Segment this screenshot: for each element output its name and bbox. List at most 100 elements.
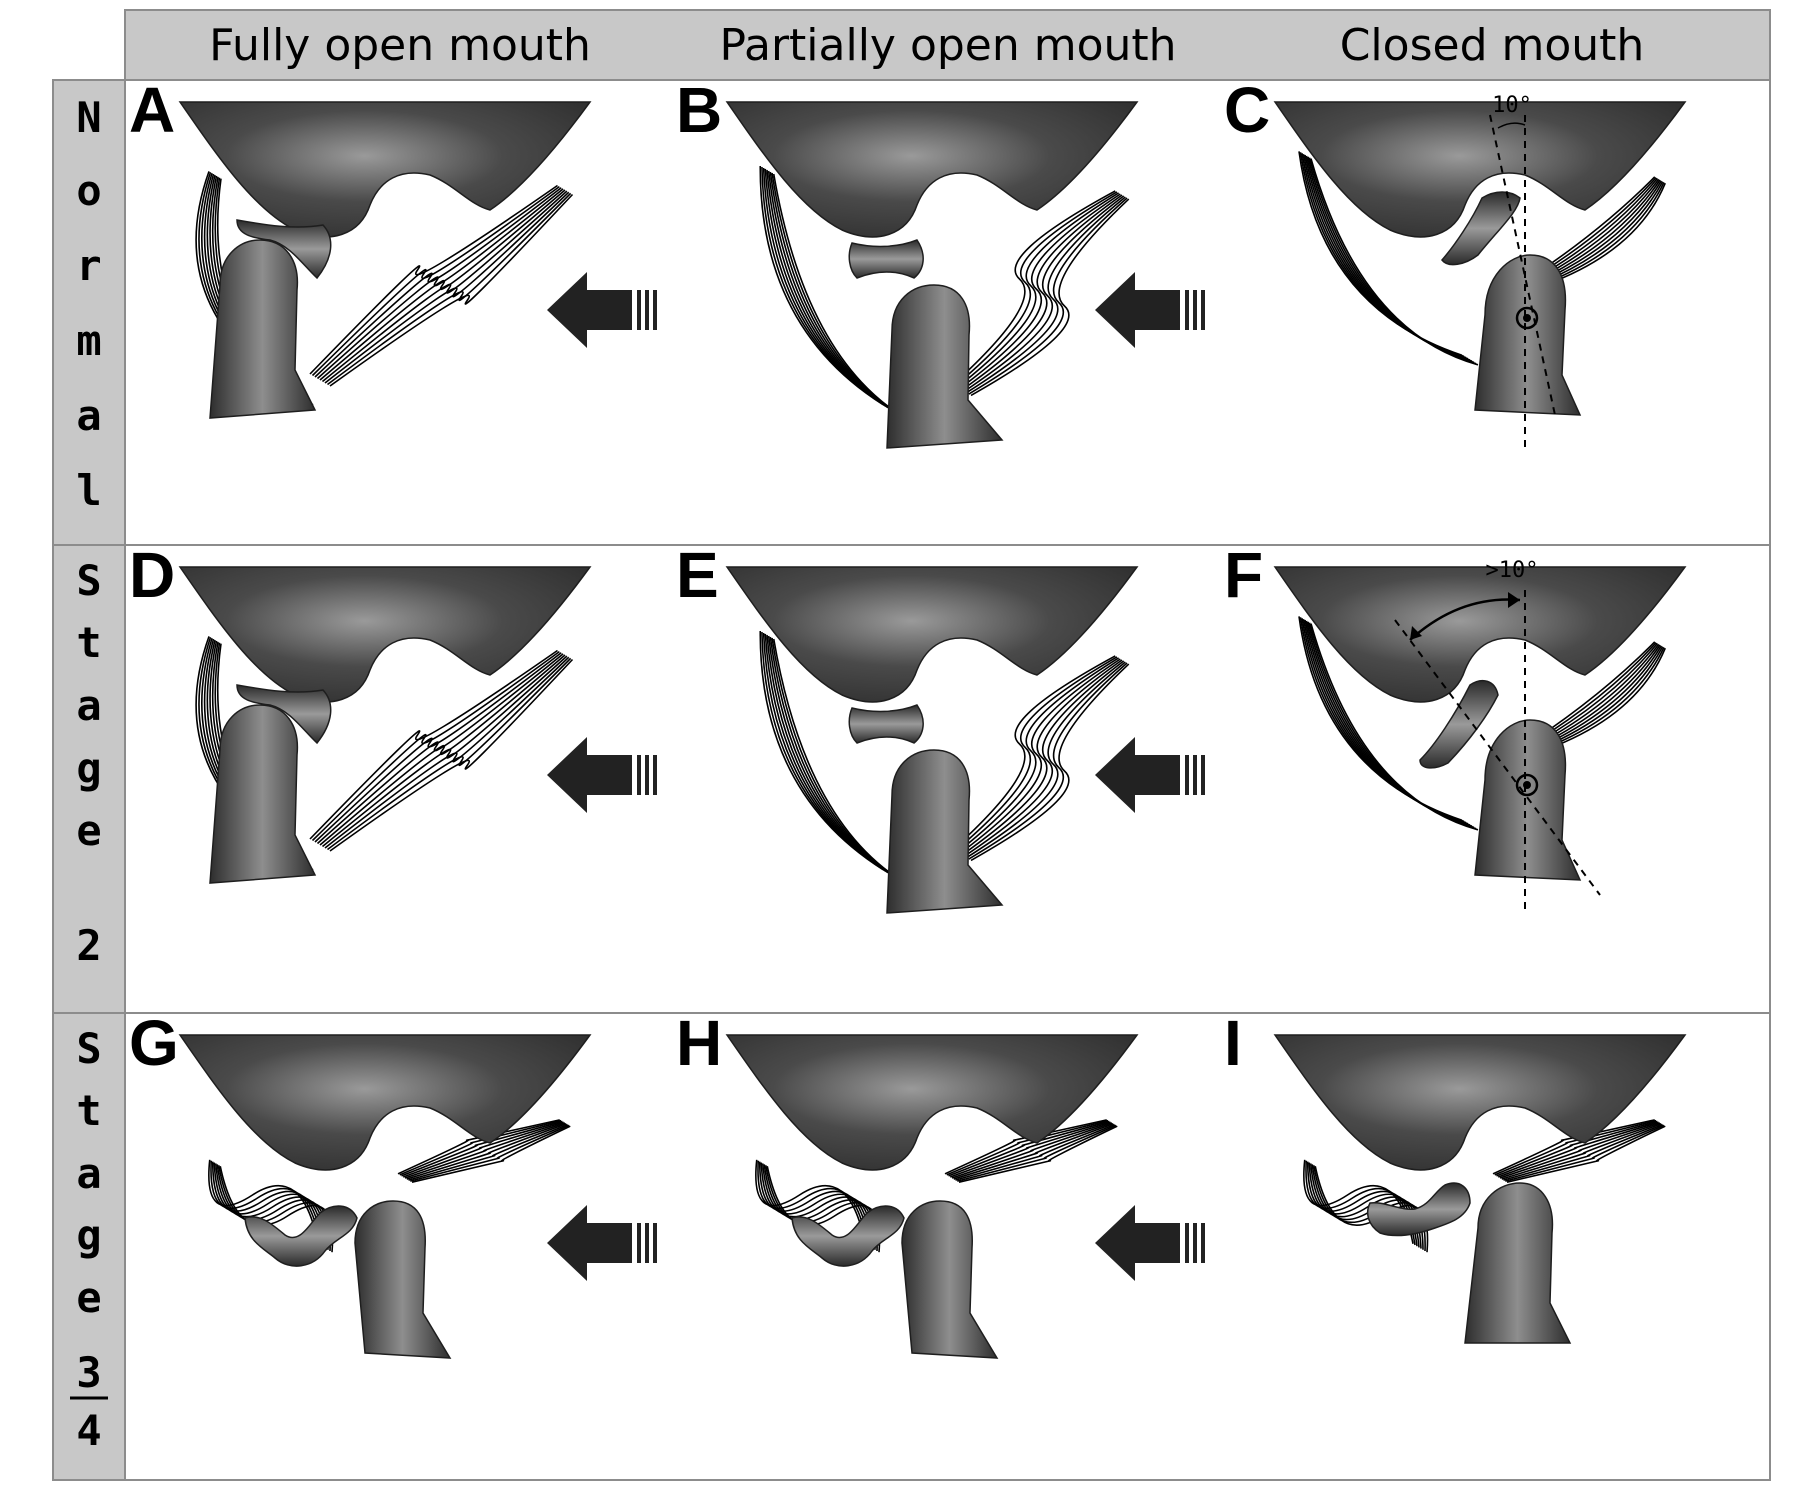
fossa-bone	[725, 1034, 1139, 1171]
ligament-line	[406, 1123, 567, 1180]
condyle-bone	[1464, 1182, 1572, 1344]
ligament-line	[952, 655, 1116, 851]
column-header-closed: Closed mouth	[1340, 20, 1645, 71]
ligament-line	[957, 1124, 1117, 1182]
angle-label: >10°	[1486, 558, 1539, 583]
ligament-line	[944, 1119, 1107, 1175]
row-label-char: S	[76, 1024, 101, 1073]
ligament-line	[1506, 1125, 1666, 1183]
ligament-line	[970, 663, 1130, 862]
left-arrow-icon	[547, 737, 657, 813]
row-label-char: e	[76, 1273, 101, 1322]
grid-frame	[124, 79, 1771, 1481]
ligament-line	[758, 1161, 870, 1247]
column-header-fully-open: Fully open mouth	[209, 20, 591, 71]
fossa-bone	[1273, 1034, 1687, 1171]
row-label-stage-2: S t a g e 2	[76, 556, 101, 970]
ligament-line	[952, 190, 1116, 386]
ligament-line	[959, 193, 1121, 390]
ligament-line	[955, 1123, 1115, 1181]
ligament-line	[329, 193, 574, 387]
panel-letter: H	[676, 1007, 722, 1079]
left-arrow-icon	[1095, 1205, 1205, 1281]
panel-i: I	[1224, 1007, 1687, 1344]
left-arrow-icon	[1095, 737, 1205, 813]
ligament-line	[956, 657, 1120, 853]
ligament-line	[1543, 181, 1664, 283]
articular-disc	[848, 239, 924, 279]
panel-letter: I	[1224, 1007, 1242, 1079]
ligament-line	[399, 1119, 562, 1176]
row-label-char: o	[76, 166, 101, 215]
ligament-line	[210, 1160, 321, 1246]
ligament-line	[404, 1122, 566, 1179]
articular-disc	[1419, 679, 1499, 769]
ligament-line	[1499, 1122, 1661, 1179]
ligament-line	[327, 657, 572, 851]
row-label-char: S	[76, 556, 101, 605]
ligament-line	[316, 188, 564, 380]
ligament-line	[319, 654, 566, 846]
panel-letter: A	[129, 74, 175, 146]
ligament-line	[953, 1123, 1114, 1180]
ligament-line	[1544, 647, 1665, 749]
panel-a: A	[129, 74, 592, 419]
ligament-line	[966, 661, 1126, 859]
ligament-bundle	[759, 630, 1130, 882]
ligament-line	[1543, 646, 1664, 748]
articular-disc	[1367, 1182, 1471, 1237]
ligament-line	[951, 1122, 1113, 1179]
articular-disc	[848, 704, 924, 744]
articular-disc	[236, 219, 332, 280]
row-label-char: a	[76, 1149, 101, 1198]
condyle-bone	[886, 749, 1004, 914]
ligament-line	[1492, 1119, 1655, 1175]
ligament-line	[1310, 623, 1479, 831]
ligament-line	[309, 649, 558, 840]
ligament-line	[1497, 1121, 1659, 1178]
panel-b: B	[676, 74, 1139, 449]
ligament-line	[319, 189, 566, 381]
ligament-line	[1503, 1123, 1663, 1181]
left-arrow-icon	[547, 272, 657, 348]
ligament-line	[949, 1121, 1111, 1178]
ligament-line	[311, 650, 560, 842]
ligament-line	[946, 1119, 1109, 1176]
ligament-line	[324, 656, 570, 849]
panel-d: D	[129, 539, 592, 884]
row-label-char: m	[76, 316, 101, 365]
ligament-line	[311, 185, 560, 377]
left-arrow-icon	[1095, 272, 1205, 348]
row-label-char: 2	[76, 921, 101, 970]
ligament-line	[321, 190, 568, 383]
ligament-line	[1546, 647, 1666, 750]
row-label-char: a	[76, 681, 101, 730]
fraction-numerator: 3	[76, 1348, 101, 1397]
ligament-line	[411, 1125, 571, 1183]
condyle-bone	[209, 239, 317, 419]
ligament-line	[970, 198, 1130, 397]
ligament-line	[963, 660, 1125, 858]
ligament-line	[397, 1119, 560, 1175]
ligament-line	[213, 1162, 325, 1248]
ligament-line	[314, 652, 562, 843]
row-label-char: t	[76, 1086, 101, 1135]
panel-g: G	[129, 1007, 592, 1359]
angle-label: 10°	[1492, 93, 1532, 118]
condyle-bone	[1474, 719, 1582, 881]
condyle-bone	[1474, 254, 1582, 416]
side-bar	[52, 79, 126, 1481]
fossa-bone	[725, 101, 1139, 238]
row-label-stage-3-4: S t a g e 3 4	[70, 1024, 108, 1455]
row-label-char: e	[76, 806, 101, 855]
ligament-line	[1494, 1119, 1657, 1176]
ligament-line	[1305, 1160, 1416, 1246]
ligament-line	[211, 1161, 323, 1247]
fossa-bone	[178, 566, 592, 703]
ligament-line	[321, 655, 568, 848]
ligament-line	[408, 1123, 568, 1181]
ligament-line	[1310, 158, 1479, 366]
header-bar	[124, 9, 1771, 81]
ligament-line	[954, 656, 1118, 852]
